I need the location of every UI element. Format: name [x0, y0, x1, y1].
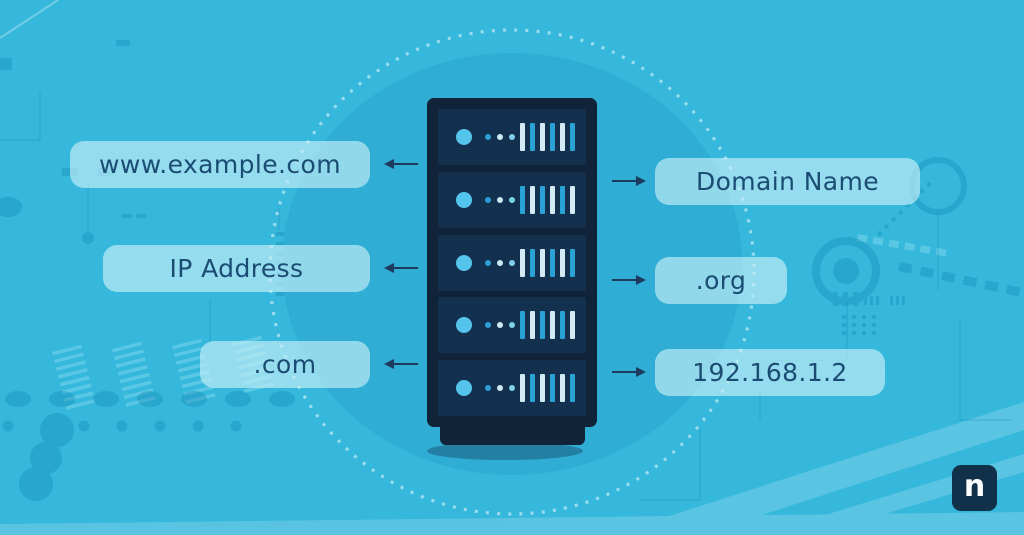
arrow-left-icon [384, 358, 418, 370]
arrow-right-icon [612, 366, 646, 378]
arrow-right-icon [612, 274, 646, 286]
status-dot-icon [485, 196, 491, 203]
activity-bars-icon [520, 311, 575, 340]
label-text: IP Address [169, 254, 304, 283]
label-text: www.example.com [99, 150, 341, 179]
label-text: Domain Name [695, 167, 880, 196]
arrow-left-icon [384, 158, 418, 170]
activity-bars-icon [520, 123, 575, 151]
pill-ip-192-168-1-2: 192.168.1.2 [655, 349, 885, 396]
pill-www-example-com: www.example.com [70, 141, 370, 188]
label-text: 192.168.1.2 [692, 358, 848, 387]
status-dot-icon [485, 259, 491, 266]
status-dot-icon [509, 134, 515, 140]
status-dot-icon [497, 385, 503, 391]
status-dot-icon [497, 134, 503, 140]
status-dot-icon [485, 322, 491, 329]
activity-bars-icon [520, 374, 575, 402]
status-dot-icon [509, 259, 515, 266]
label-text: .org [695, 266, 747, 295]
arrow-left-icon [384, 262, 418, 274]
status-dot-icon [485, 385, 491, 391]
server-shadow [427, 442, 583, 460]
led-indicator-icon [456, 254, 472, 271]
label-text: .com [253, 350, 317, 379]
status-dot-icon [509, 385, 515, 391]
status-dot-icon [509, 196, 515, 203]
led-indicator-icon [456, 317, 472, 334]
arrow-right-icon [612, 175, 646, 187]
led-indicator-icon [456, 380, 472, 396]
pill-dot-org: .org [655, 257, 787, 304]
pill-dot-com: .com [200, 341, 370, 388]
led-indicator-icon [456, 129, 472, 145]
server-rack [427, 98, 597, 427]
server-unit [438, 234, 586, 291]
server-unit [438, 360, 586, 416]
activity-bars-icon [520, 248, 575, 277]
server-unit [438, 297, 586, 354]
logo-letter: n [963, 469, 986, 504]
led-indicator-icon [456, 191, 472, 208]
ninjaone-logo: n [952, 465, 997, 511]
pill-ip-address: IP Address [103, 245, 370, 292]
pill-domain-name: Domain Name [655, 158, 920, 205]
activity-bars-icon [520, 185, 575, 214]
server-unit [438, 171, 586, 228]
server-unit [438, 109, 586, 165]
server-rack-base [440, 425, 585, 445]
status-dot-icon [497, 196, 503, 203]
status-dot-icon [509, 322, 515, 329]
status-dot-icon [497, 322, 503, 329]
status-dot-icon [497, 259, 503, 266]
status-dot-icon [485, 134, 491, 140]
